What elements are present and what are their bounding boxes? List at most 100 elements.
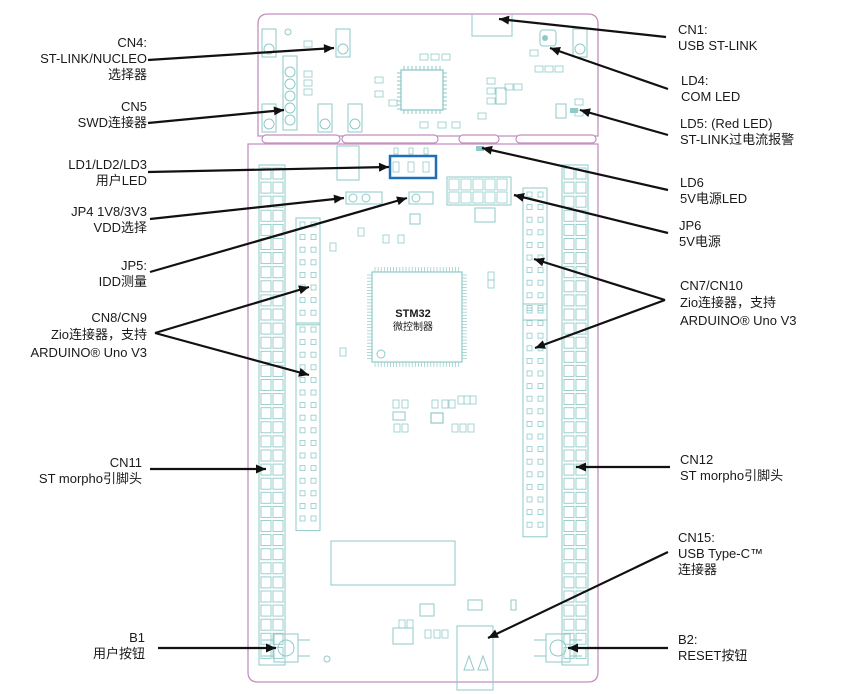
morpho-pin bbox=[272, 336, 284, 349]
zio-pin bbox=[310, 402, 317, 409]
zio-pin bbox=[310, 477, 317, 484]
passive-component bbox=[329, 242, 337, 252]
zio-pin bbox=[526, 320, 533, 327]
morpho-pin bbox=[260, 209, 272, 222]
label-ld6: LD6 5V电源LED bbox=[680, 175, 748, 206]
jp4-pin bbox=[348, 193, 358, 203]
morpho-pin bbox=[272, 477, 284, 490]
passive-component bbox=[419, 121, 429, 129]
passive-component bbox=[388, 99, 398, 107]
zio-pin bbox=[299, 271, 306, 278]
passive-component bbox=[504, 83, 514, 91]
jp4-pin bbox=[361, 193, 371, 203]
zio-pin bbox=[537, 433, 544, 440]
zio-pin bbox=[526, 357, 533, 364]
zio-pin bbox=[299, 465, 306, 472]
jumper-footprint bbox=[261, 28, 277, 58]
morpho-pin bbox=[272, 252, 284, 265]
morpho-pin bbox=[272, 548, 284, 561]
morpho-pin bbox=[272, 308, 284, 321]
zio-pin bbox=[299, 339, 306, 346]
zio-pin bbox=[310, 376, 317, 383]
b1-user-button-cap bbox=[277, 639, 295, 657]
cn8-zio-header bbox=[295, 217, 321, 326]
morpho-pin bbox=[563, 364, 575, 377]
morpho-pin bbox=[260, 336, 272, 349]
passive-component bbox=[534, 65, 544, 73]
morpho-pin bbox=[563, 477, 575, 490]
morpho-pin bbox=[272, 534, 284, 547]
zio-pin bbox=[537, 471, 544, 478]
zio-pin bbox=[310, 326, 317, 333]
morpho-pin bbox=[563, 181, 575, 194]
passive-component bbox=[431, 399, 439, 409]
cn7-zio-header bbox=[522, 187, 548, 321]
zio-pin bbox=[310, 339, 317, 346]
morpho-pin bbox=[563, 322, 575, 335]
mcu-subtitle: 微控制器 bbox=[393, 322, 433, 333]
morpho-pin bbox=[575, 280, 587, 293]
morpho-pin bbox=[260, 604, 272, 617]
morpho-pin bbox=[575, 336, 587, 349]
morpho-pin bbox=[563, 336, 575, 349]
zio-pin bbox=[310, 465, 317, 472]
morpho-pin bbox=[260, 505, 272, 518]
morpho-pin bbox=[260, 308, 272, 321]
morpho-pin bbox=[272, 209, 284, 222]
jp5-pin bbox=[411, 193, 421, 203]
morpho-pin bbox=[575, 520, 587, 532]
passive-component bbox=[303, 79, 313, 87]
morpho-pin bbox=[272, 576, 284, 589]
zio-pin bbox=[526, 395, 533, 402]
arrow-line-cn5 bbox=[147, 108, 285, 125]
arrowhead-ld1-ld3 bbox=[378, 162, 389, 172]
morpho-pin bbox=[272, 491, 284, 504]
label-b1: B1 用户按钮 bbox=[92, 630, 145, 661]
passive-component bbox=[467, 423, 475, 433]
passive-component bbox=[486, 97, 496, 105]
zio-pin bbox=[299, 414, 306, 421]
jp6-pin bbox=[472, 191, 484, 204]
zio-pin bbox=[526, 509, 533, 516]
arrowhead-cn8 bbox=[298, 285, 309, 295]
passive-component bbox=[451, 121, 461, 129]
morpho-pin bbox=[575, 209, 587, 222]
morpho-pin bbox=[575, 421, 587, 434]
morpho-pin bbox=[260, 632, 272, 645]
label-ld4: LD4: COM LED bbox=[681, 73, 741, 104]
morpho-pin bbox=[563, 604, 575, 617]
breakaway-slot bbox=[341, 134, 439, 144]
zio-pin bbox=[310, 309, 317, 316]
swd-pin bbox=[284, 114, 296, 126]
cn12-morpho-header bbox=[561, 164, 589, 666]
zio-pin bbox=[310, 515, 317, 522]
breakaway-slot bbox=[515, 134, 597, 144]
passive-component bbox=[451, 423, 459, 433]
cn15-usbc-connector bbox=[456, 625, 494, 691]
morpho-pin bbox=[563, 252, 575, 265]
morpho-pin bbox=[563, 435, 575, 448]
zio-pin bbox=[526, 408, 533, 415]
arrow-line-ld1-ld3 bbox=[147, 165, 390, 174]
morpho-pin bbox=[272, 280, 284, 293]
morpho-pin bbox=[260, 576, 272, 589]
passive-component bbox=[339, 347, 347, 357]
jp6-pin bbox=[448, 178, 460, 191]
morpho-pin bbox=[563, 308, 575, 321]
small-ic bbox=[409, 213, 421, 225]
arrowhead-b1 bbox=[266, 643, 276, 653]
arrowhead-cn12 bbox=[576, 462, 586, 472]
morpho-pin bbox=[575, 618, 587, 631]
morpho-pin bbox=[563, 421, 575, 434]
zio-pin bbox=[537, 370, 544, 377]
morpho-pin bbox=[563, 350, 575, 363]
zio-pin bbox=[526, 496, 533, 503]
jp6-pin bbox=[472, 178, 484, 191]
ld5-driver-ic bbox=[555, 103, 567, 119]
morpho-pin bbox=[575, 604, 587, 617]
morpho-pin bbox=[272, 393, 284, 406]
zio-pin bbox=[537, 307, 544, 314]
zio-pin bbox=[299, 490, 306, 497]
passive-component bbox=[357, 227, 365, 237]
jp6-pin bbox=[496, 178, 508, 191]
